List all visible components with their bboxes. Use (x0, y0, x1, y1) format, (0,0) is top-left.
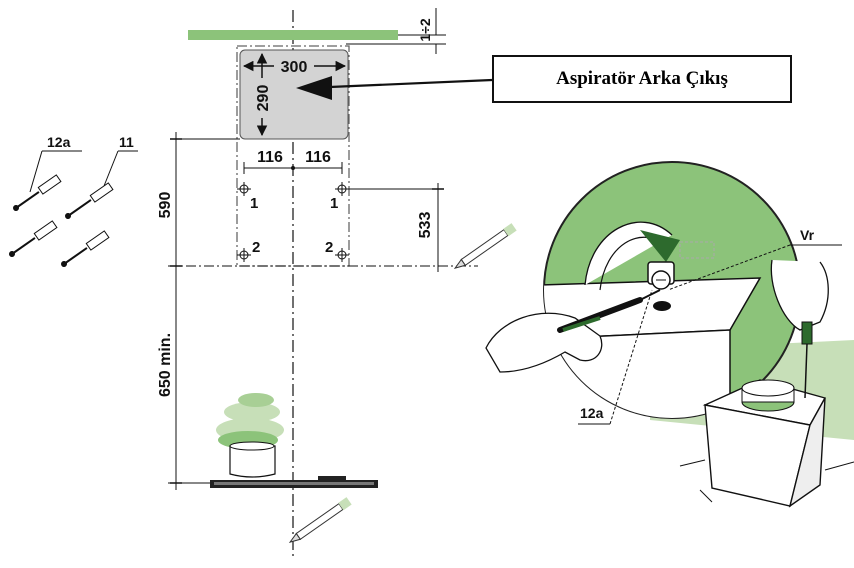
callout-arrow (329, 78, 493, 89)
part-vr-label: Vr (800, 227, 815, 243)
height-min-label: 650 min. (157, 333, 174, 397)
wall-plug-screw-icon (61, 230, 110, 267)
cooking-pot-icon (216, 393, 284, 478)
template-outline (236, 45, 350, 267)
hood-unit-icon (679, 379, 854, 508)
wall-plug-screw-icon (9, 220, 58, 257)
rear-outlet-callout: Aspiratör Arka Çıkış (492, 55, 792, 103)
spacing-right-label: 116 (305, 149, 331, 166)
part-11-label: 11 (119, 134, 134, 150)
hole-2-left-label: 2 (252, 239, 260, 256)
pencil-icon (288, 497, 352, 544)
hole-1-left-label: 1 (250, 195, 258, 212)
screwdriver-icon (770, 259, 829, 399)
wall-plug-screw-icon (13, 174, 62, 211)
height-590-label: 590 (157, 192, 174, 219)
part-12a-label: 12a (47, 134, 71, 150)
spacing-left-label: 116 (257, 149, 283, 166)
hole-2-right-label: 2 (325, 239, 333, 256)
pencil-icon (453, 223, 517, 270)
hole-1-left (237, 182, 251, 196)
hole-2-left (237, 248, 251, 262)
hole-2-right (335, 248, 349, 262)
hole-1-right-label: 1 (330, 195, 338, 212)
rear-outlet-label: Aspiratör Arka Çıkış (556, 68, 728, 89)
height-533-label: 533 (417, 212, 434, 239)
outlet-width-label: 300 (281, 59, 308, 76)
wall-plug-screw-icon (65, 182, 114, 219)
gap-top-label: 1÷2 (417, 18, 433, 41)
outlet-height-label: 290 (255, 85, 272, 112)
ceiling-plate (188, 30, 398, 40)
hand-icon (485, 289, 661, 373)
part-12a-detail-label: 12a (580, 405, 604, 421)
